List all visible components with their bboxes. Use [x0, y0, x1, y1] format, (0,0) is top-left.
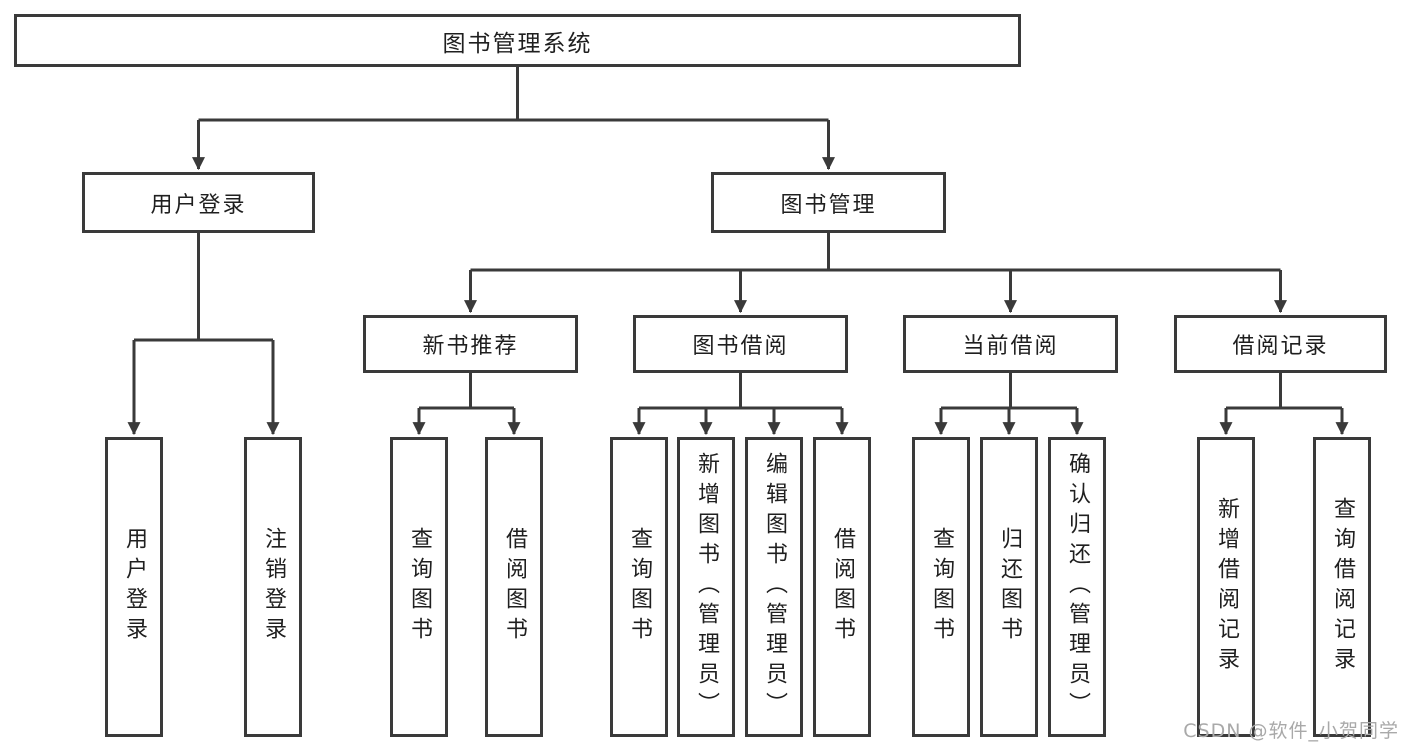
node-label: 查询借阅记录 — [1330, 497, 1355, 677]
leaf-return-books: 归还图书 — [980, 437, 1038, 737]
leaf-confirm-return-admin: 确认归还（管理员） — [1048, 437, 1106, 737]
csdn-watermark: CSDN @软件_小贺同学 — [1183, 720, 1399, 742]
node-label: 查询图书 — [627, 527, 652, 647]
node-label: 图书借阅 — [692, 334, 789, 359]
node-label: 图书管理系统 — [442, 30, 593, 57]
node-label: 确认归还（管理员） — [1065, 452, 1090, 722]
node-label: 新书推荐 — [422, 334, 519, 359]
node-label: 借阅图书 — [502, 527, 527, 647]
leaf-borrow-books: 借阅图书 — [813, 437, 871, 737]
node-label: 新增借阅记录 — [1214, 497, 1239, 677]
node-label: 新增图书（管理员） — [694, 452, 719, 722]
node-borrow-records: 借阅记录 — [1174, 315, 1387, 373]
node-label: 归还图书 — [997, 527, 1022, 647]
leaf-query-books-borrow: 查询图书 — [610, 437, 668, 737]
leaf-logout: 注销登录 — [244, 437, 302, 737]
leaf-add-books-admin: 新增图书（管理员） — [677, 437, 735, 737]
node-root-system: 图书管理系统 — [14, 14, 1021, 67]
node-book-management-branch: 图书管理 — [711, 172, 946, 233]
node-label: 用户登录 — [122, 527, 147, 647]
leaf-query-borrow-record: 查询借阅记录 — [1313, 437, 1371, 737]
node-book-borrowing: 图书借阅 — [633, 315, 848, 373]
leaf-user-login: 用户登录 — [105, 437, 163, 737]
node-label: 注销登录 — [261, 527, 286, 647]
node-label: 借阅图书 — [830, 527, 855, 647]
leaf-borrow-books-recommend: 借阅图书 — [485, 437, 543, 737]
leaf-query-books-recommend: 查询图书 — [390, 437, 448, 737]
node-label: 借阅记录 — [1232, 334, 1329, 359]
leaf-add-borrow-record: 新增借阅记录 — [1197, 437, 1255, 737]
leaf-query-books-current: 查询图书 — [912, 437, 970, 737]
node-label: 查询图书 — [407, 527, 432, 647]
node-label: 当前借阅 — [962, 334, 1059, 359]
node-label: 编辑图书（管理员） — [762, 452, 787, 722]
node-label: 用户登录 — [150, 192, 247, 218]
leaf-edit-books-admin: 编辑图书（管理员） — [745, 437, 803, 737]
node-label: 图书管理 — [780, 192, 877, 218]
node-new-book-recommend: 新书推荐 — [363, 315, 578, 373]
node-user-login-branch: 用户登录 — [82, 172, 315, 233]
node-current-borrowing: 当前借阅 — [903, 315, 1118, 373]
node-label: 查询图书 — [929, 527, 954, 647]
